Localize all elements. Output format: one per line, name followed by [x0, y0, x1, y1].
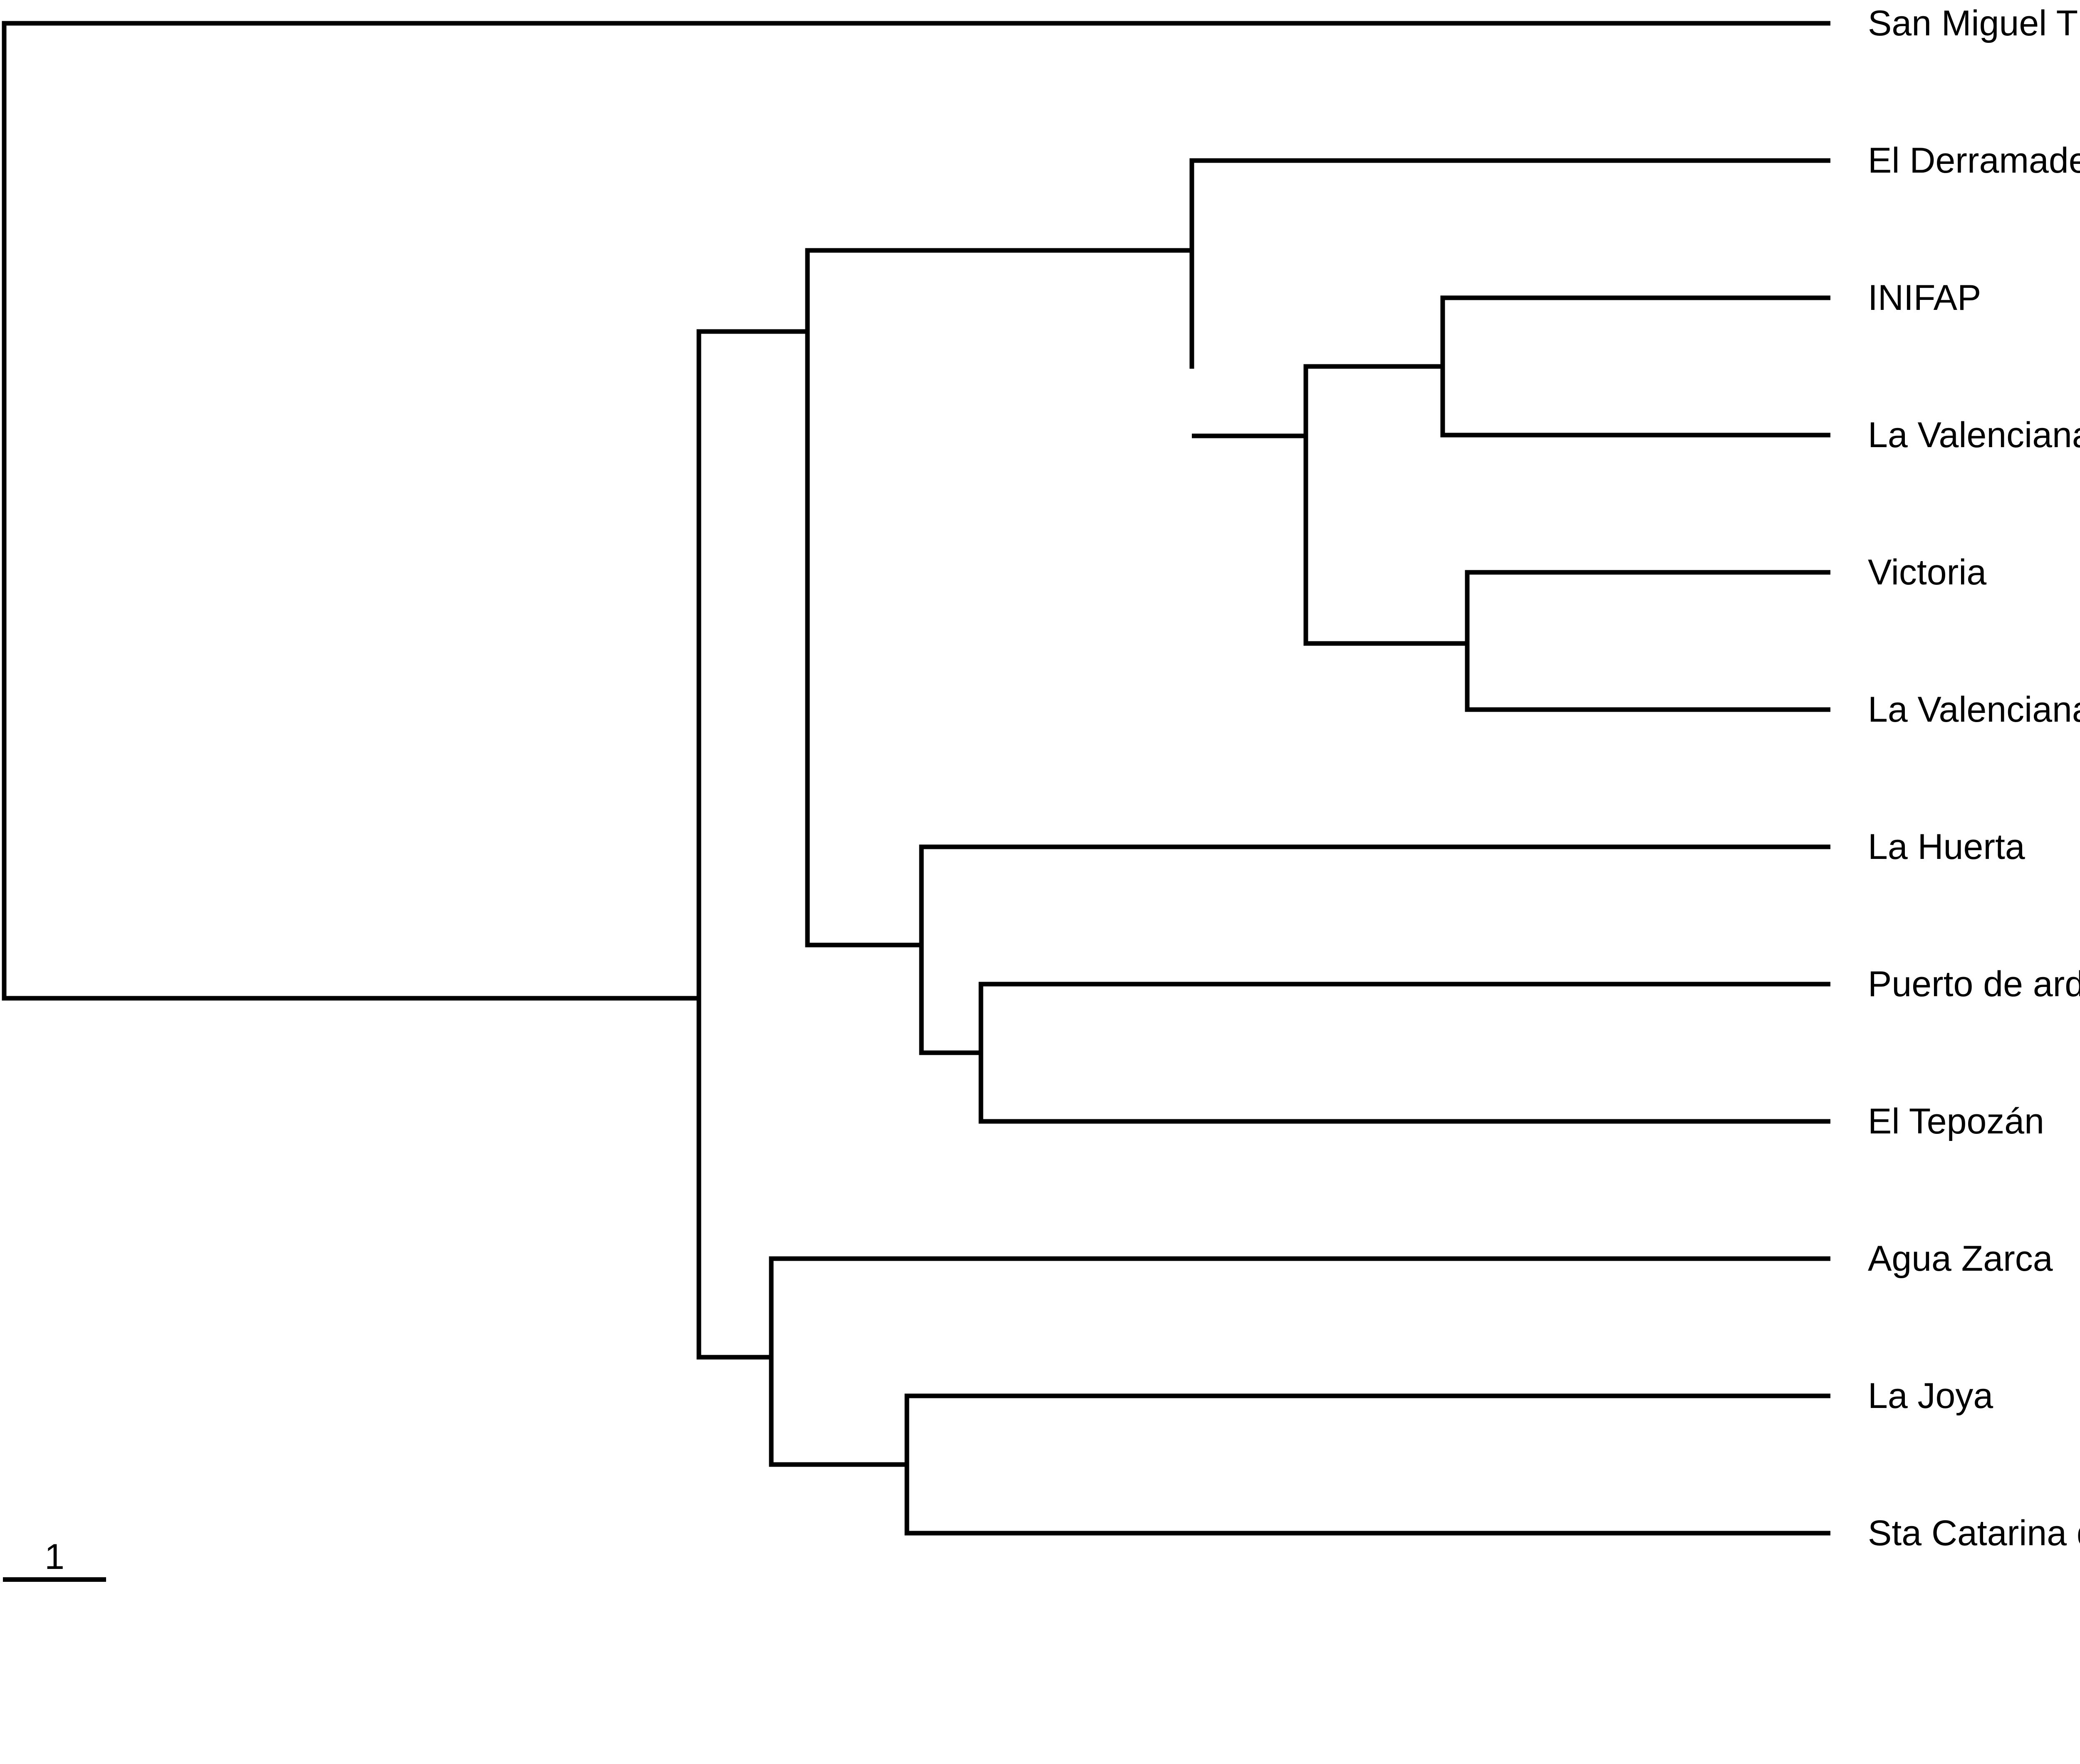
scale-bar-line	[3, 1577, 106, 1582]
leaf-label-agua-zarca: Agua Zarca	[1868, 1239, 2053, 1279]
leaf-label-la-joya: La Joya	[1868, 1376, 1993, 1416]
leaf-label-el-tepozan: El Tepozán	[1868, 1101, 2044, 1141]
leaf-label-la-valenciana1: La Valenciana1	[1868, 690, 2080, 730]
scale-bar-label: 1	[45, 1537, 64, 1577]
leaf-label-la-valenciana2: La Valenciana2	[1868, 415, 2080, 455]
leaf-label-sta-catarina-del-monte: Sta Catarina del Monte	[1868, 1513, 2080, 1553]
leaf-label-inifap: INIFAP	[1868, 278, 1981, 318]
leaf-label-el-derramadero: El Derramadero	[1868, 141, 2080, 181]
leaf-label-victoria: Victoria	[1868, 552, 1987, 592]
scale-bar-group: 1	[3, 1539, 111, 1582]
leaf-label-la-huerta: La Huerta	[1868, 827, 2025, 867]
leaf-label-san-miguel-tlaixpan: San Miguel Tlaixpan	[1868, 3, 2080, 43]
leaf-label-puerto-de-ardillas: Puerto de ardillas	[1868, 964, 2080, 1004]
